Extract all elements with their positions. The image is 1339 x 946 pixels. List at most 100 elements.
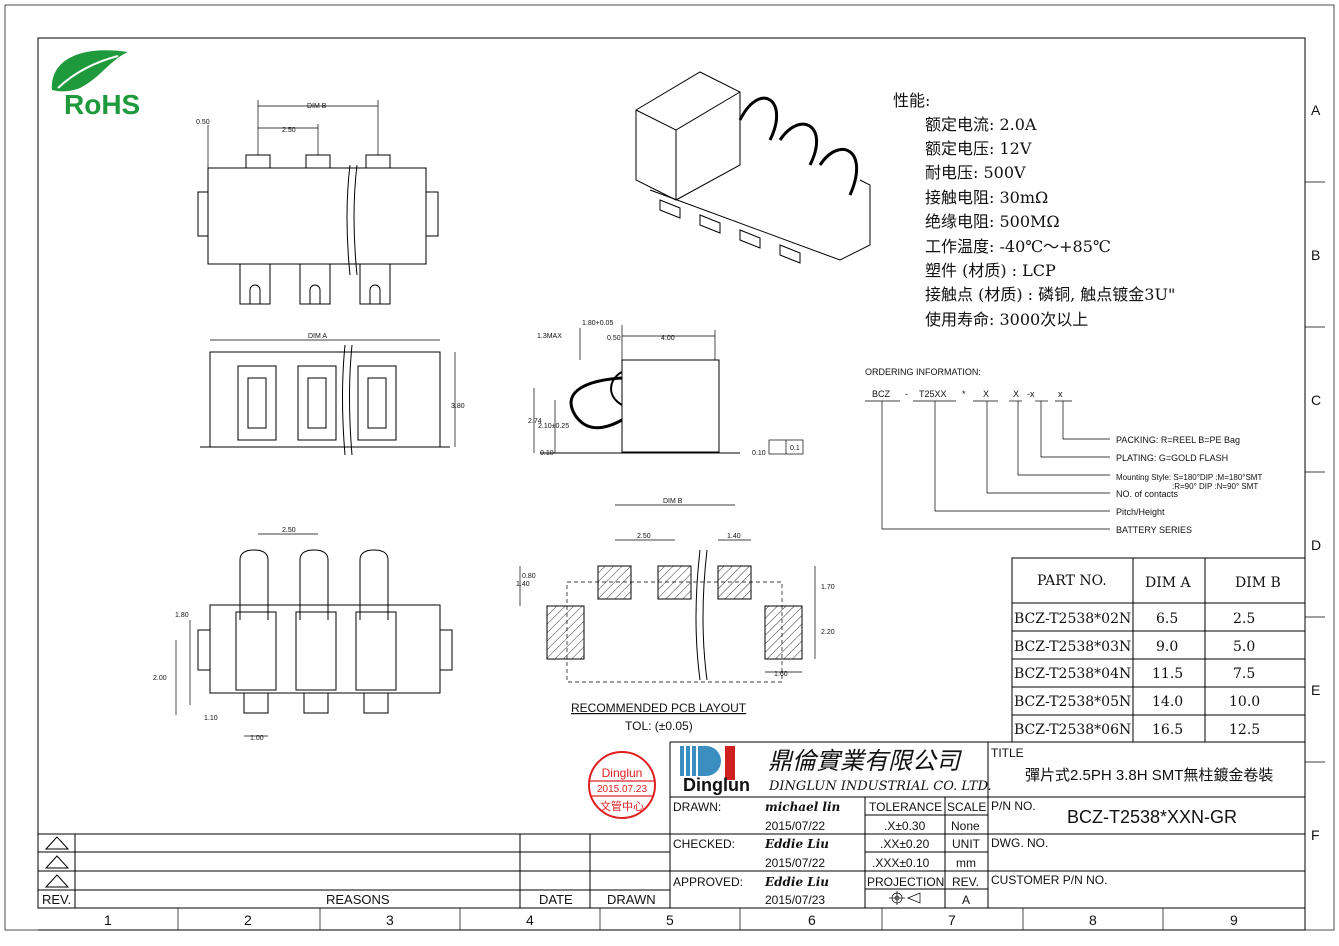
svg-text:E: E	[1311, 682, 1320, 698]
svg-text:2.50: 2.50	[282, 127, 296, 134]
svg-text:2.74: 2.74	[528, 418, 542, 425]
svg-text:6.5: 6.5	[1156, 611, 1178, 627]
svg-text:2.5: 2.5	[1233, 611, 1255, 627]
svg-text:0.80: 0.80	[522, 573, 536, 580]
svg-text:PLATING: G=GOLD FLASH: PLATING: G=GOLD FLASH	[1116, 453, 1228, 463]
svg-text:1.80+0.05: 1.80+0.05	[582, 320, 613, 327]
part-number: BCZ-T2538*XXN-GR	[1067, 807, 1237, 827]
svg-text:Eddie Liu: Eddie Liu	[764, 875, 829, 889]
svg-text:REASONS: REASONS	[326, 892, 390, 907]
svg-text:2.20: 2.20	[821, 629, 835, 636]
side-view	[533, 325, 804, 455]
svg-text:CHECKED:: CHECKED:	[673, 837, 735, 851]
svg-text:TOLERANCE: TOLERANCE	[869, 800, 942, 814]
svg-text:Pitch/Height: Pitch/Height	[1116, 507, 1165, 517]
svg-text:RoHS: RoHS	[64, 89, 140, 120]
svg-text:CUSTOMER P/N NO.: CUSTOMER P/N NO.	[991, 873, 1107, 887]
bottom-view	[175, 533, 453, 737]
svg-text:14.0: 14.0	[1152, 694, 1183, 710]
svg-text:UNIT: UNIT	[952, 837, 981, 851]
svg-text:x: x	[1058, 389, 1063, 399]
svg-text:1.60: 1.60	[774, 671, 788, 678]
projection-symbol-icon	[889, 891, 921, 905]
svg-text:1.00: 1.00	[250, 735, 264, 742]
svg-text:DIM B: DIM B	[307, 103, 327, 110]
svg-text:X: X	[1013, 389, 1019, 399]
sheet-frame	[4, 4, 1335, 931]
side-view-dims: 1.80+0.05 1.3MAX 0.50 4.00 2.74 2.10±0.2…	[528, 320, 800, 457]
front-view-dims: DIM A 3.80	[308, 333, 465, 410]
svg-text:DWG. NO.: DWG. NO.	[991, 836, 1048, 850]
zone-numbers: 1 2 3 4 5 6 7 8 9	[104, 912, 1238, 928]
svg-text:BCZ: BCZ	[872, 389, 891, 399]
svg-text:4.00: 4.00	[661, 335, 675, 342]
table-row: BCZ-T2538*04N	[1014, 666, 1131, 682]
svg-text:1.40: 1.40	[516, 581, 530, 588]
svg-text:11.5: 11.5	[1152, 666, 1183, 682]
svg-text:0.50: 0.50	[607, 335, 621, 342]
svg-text:NO. of contacts: NO. of contacts	[1116, 489, 1179, 499]
company-name-cn: 鼎倫實業有限公司	[768, 747, 962, 775]
svg-text:2015/07/23: 2015/07/23	[765, 893, 825, 907]
svg-text:2.10±0.25: 2.10±0.25	[538, 423, 569, 430]
svg-text:DIM A: DIM A	[1145, 575, 1192, 591]
svg-text:文管中心: 文管中心	[600, 799, 644, 813]
svg-text:0.10: 0.10	[752, 450, 766, 457]
svg-text:2015/07/22: 2015/07/22	[765, 819, 825, 833]
svg-text:1: 1	[104, 912, 112, 928]
svg-text:9.0: 9.0	[1156, 639, 1178, 655]
svg-text:接触点 (材质) : 磷铜, 触点镀金3U": 接触点 (材质) : 磷铜, 触点镀金3U"	[925, 285, 1175, 304]
table-row: BCZ-T2538*02N	[1014, 611, 1131, 627]
isometric-view	[635, 71, 871, 264]
company-name-en: DINGLUN INDUSTRIAL CO. LTD.	[768, 779, 992, 794]
svg-text:10.0: 10.0	[1229, 694, 1260, 710]
table-row: BCZ-T2538*05N	[1014, 694, 1131, 710]
svg-text:9: 9	[1230, 912, 1238, 928]
svg-text:-x: -x	[1027, 389, 1035, 399]
svg-text:DIM A: DIM A	[308, 333, 327, 340]
svg-text:额定电流: 2.0A: 额定电流: 2.0A	[925, 115, 1037, 134]
front-view	[200, 339, 456, 456]
svg-text:F: F	[1311, 827, 1320, 843]
svg-text:2.50: 2.50	[637, 533, 651, 540]
zone-letters: A B C D E F	[1311, 102, 1321, 843]
top-view-dims: DIM B 2.50 0.50	[196, 103, 327, 134]
svg-text:A: A	[962, 893, 970, 907]
svg-text:Dinglun: Dinglun	[683, 775, 750, 795]
svg-text:michael lin: michael lin	[765, 800, 840, 814]
svg-text:16.5: 16.5	[1152, 722, 1183, 738]
svg-text:绝缘电阻: 500MΩ: 绝缘电阻: 500MΩ	[925, 212, 1060, 231]
svg-text:D: D	[1311, 537, 1321, 553]
svg-text:BATTERY SERIES: BATTERY SERIES	[1116, 525, 1192, 535]
svg-text::R=90° DIP :N=90° SMT: :R=90° DIP :N=90° SMT	[1172, 482, 1258, 491]
svg-text:T25XX: T25XX	[919, 389, 947, 399]
specs: 性能: 额定电流: 2.0A 额定电压: 12V 耐电压: 500V 接触电阻:…	[893, 91, 1175, 329]
bottom-view-dims: 2.50 1.80 2.00 1.10 1.00	[153, 527, 296, 742]
svg-text:*: *	[962, 389, 966, 399]
svg-text:PACKING: R=REEL B=PE Bag: PACKING: R=REEL B=PE Bag	[1116, 435, 1240, 445]
svg-text:C: C	[1311, 392, 1321, 408]
svg-text:None: None	[951, 819, 980, 833]
svg-text:接触电阻: 30mΩ: 接触电阻: 30mΩ	[925, 188, 1048, 207]
svg-text:性能:: 性能:	[893, 91, 930, 110]
svg-text:2.00: 2.00	[153, 675, 167, 682]
svg-text:2: 2	[244, 912, 252, 928]
svg-text:DIM B: DIM B	[663, 498, 683, 505]
title-block: Dinglun 鼎倫實業有限公司 DINGLUN INDUSTRIAL CO. …	[669, 741, 1305, 908]
svg-text:12.5: 12.5	[1229, 722, 1260, 738]
revision-table: REV. REASONS DATE DRAWN	[38, 833, 670, 908]
svg-text:1.10: 1.10	[204, 715, 218, 722]
svg-text:-: -	[905, 389, 908, 399]
svg-text:2.50: 2.50	[282, 527, 296, 534]
pcb-layout-title: RECOMMENDED PCB LAYOUT	[571, 701, 747, 715]
svg-text:1.3MAX: 1.3MAX	[537, 333, 562, 340]
svg-text:工作温度: -40℃～+85℃: 工作温度: -40℃～+85℃	[925, 237, 1111, 256]
pcb-layout	[519, 504, 816, 683]
svg-text:X: X	[983, 389, 989, 399]
table-row: BCZ-T2538*03N	[1014, 639, 1131, 655]
svg-text:7.5: 7.5	[1233, 666, 1255, 682]
svg-text:2015.07.23: 2015.07.23	[597, 784, 647, 795]
svg-text:5.0: 5.0	[1233, 639, 1255, 655]
top-view	[197, 100, 439, 305]
